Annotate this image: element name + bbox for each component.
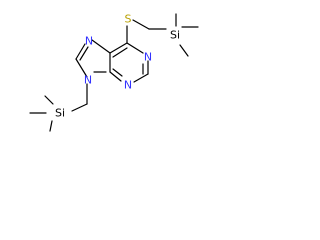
atom-si-top-label: Si [170, 29, 180, 42]
atom-n3-label: N [124, 79, 132, 92]
molecule-structure: N N N N S Si Si [29, 13, 199, 132]
bond-si-bottom-me1 [44, 95, 54, 105]
atom-n9: N [84, 74, 92, 87]
atom-n1: N [144, 51, 152, 64]
atom-labels: N N N N S Si Si [55, 13, 180, 120]
bond-c2-n3 [133, 73, 149, 83]
atom-si-bottom-label: Si [55, 107, 65, 120]
atom-si-bottom: Si [55, 107, 65, 120]
atom-n3: N [124, 79, 132, 92]
bond-c8-n9 [75, 58, 88, 78]
bond-c5-c6 [109, 42, 128, 54]
bond-n3-c4 [109, 71, 122, 82]
bond-si-bottom-me3 [49, 120, 53, 132]
bonds [29, 13, 199, 132]
molecule-diagram: N N N N S Si Si [0, 0, 225, 147]
atom-si-top: Si [170, 29, 180, 42]
atom-n9-label: N [84, 74, 92, 87]
bond-n7-c8 [75, 43, 86, 60]
bond-s-ch2 [132, 19, 150, 30]
atom-s: S [125, 13, 132, 26]
bond-c6-n1 [126, 42, 144, 54]
bond-n7-c8-double [79, 46, 89, 61]
bond-c5-c6-double [112, 47, 128, 58]
bond-ch2-si-bottom [71, 103, 88, 112]
atom-s-label: S [125, 13, 132, 26]
bond-c5-n7 [91, 39, 111, 54]
atom-n7: N [85, 35, 93, 48]
bond-si-top-me3 [179, 44, 189, 57]
atom-n1-label: N [144, 51, 152, 64]
bond-n3-c4-double [112, 68, 123, 77]
atom-n7-label: N [85, 35, 93, 48]
